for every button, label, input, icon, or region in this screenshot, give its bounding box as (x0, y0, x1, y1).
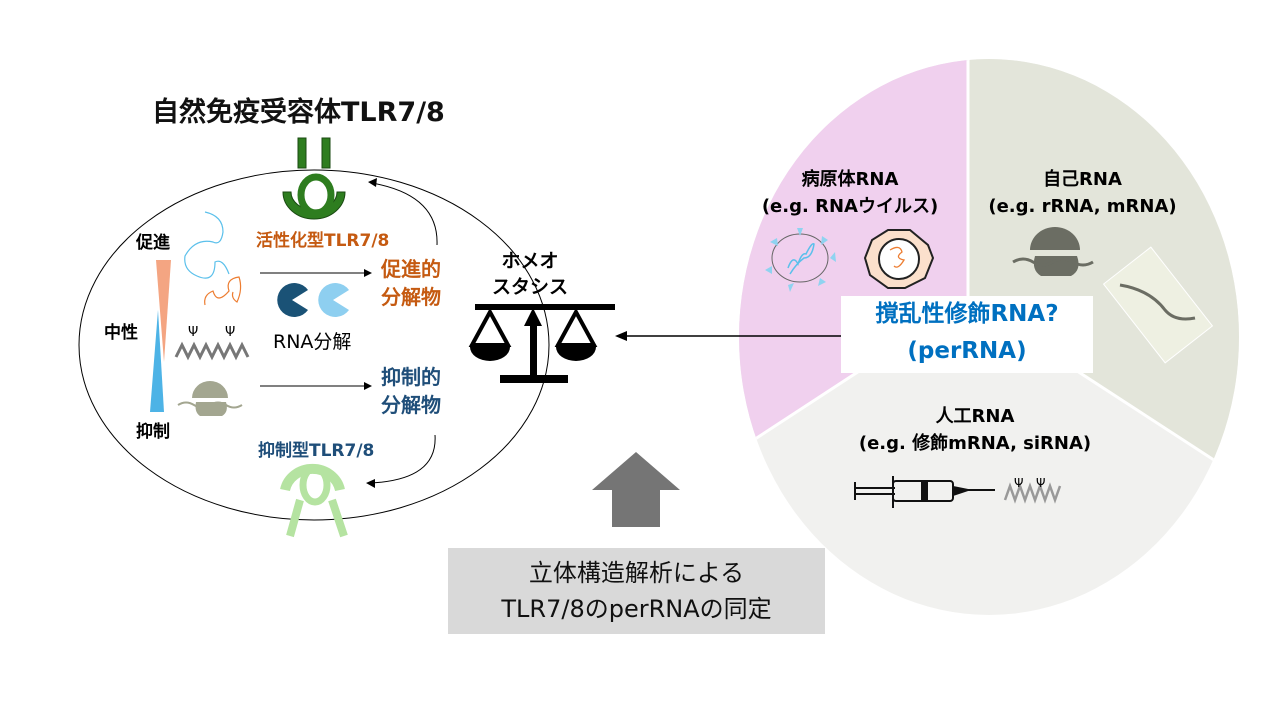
self-rna-label: 自己RNA (e.g. rRNA, mRNA) (965, 166, 1200, 220)
virus-icon (765, 228, 836, 292)
modified-rna-left-icon (174, 341, 250, 361)
self-rna-title: 自己RNA (1043, 169, 1122, 190)
perrna-title: 撹乱性修飾RNA? (875, 301, 1059, 327)
promote-product-line2: 分解物 (381, 285, 441, 309)
cell-boundary (78, 169, 550, 521)
structural-analysis-box: 立体構造解析による TLR7/8のperRNAの同定 (448, 548, 825, 634)
promote-product-line1: 促進的 (381, 257, 441, 281)
capsid-icon (863, 229, 935, 289)
arrow-to-active (371, 182, 438, 246)
suppressive-tlr-label: 抑制型TLR7/8 (258, 441, 375, 461)
homeostasis-line1: ホメオ (501, 250, 559, 272)
perrna-box: 撹乱性修飾RNA? (perRNA) (841, 296, 1093, 373)
promote-product-label: 促進的 分解物 (381, 255, 441, 311)
homeostasis-label: ホメオ スタシス (470, 248, 590, 300)
structural-analysis-line2: TLR7/8のperRNAの同定 (501, 595, 772, 623)
label-suppress: 抑制 (136, 422, 170, 442)
ribosome-left-icon (177, 381, 243, 416)
suppressive-tlr-icon (280, 463, 348, 538)
psi-mark-4: Ψ (1036, 476, 1046, 490)
psi-mark-3: Ψ (1014, 476, 1024, 490)
arrow-to-suppressive (369, 434, 436, 484)
foreign-rna-icon (204, 276, 242, 306)
psi-mark-2: Ψ (225, 325, 236, 340)
suppress-product-line2: 分解物 (381, 393, 441, 417)
balance-scale-icon (468, 304, 615, 383)
rnase-light-icon (318, 283, 349, 318)
active-tlr-label: 活性化型TLR7/8 (256, 231, 390, 251)
modified-rna-icon (1003, 482, 1062, 504)
pathogen-rna-example: (e.g. RNAウイルス) (761, 196, 939, 217)
label-promote: 促進 (136, 233, 170, 253)
suppress-gradient-wedge (150, 310, 164, 412)
arrow-suppress (364, 382, 372, 390)
rnase-dark-icon (277, 283, 308, 318)
self-rna-example: (e.g. rRNA, mRNA) (988, 196, 1177, 217)
pathogen-rna-label: 病原体RNA (e.g. RNAウイルス) (735, 166, 965, 220)
arrow-promote (364, 269, 372, 277)
up-arrow-icon (592, 452, 680, 527)
rna-strand-icon (1102, 246, 1214, 364)
pathogen-rna-title: 病原体RNA (801, 169, 899, 190)
ribosome-icon (1012, 227, 1094, 276)
homeostasis-line2: スタシス (491, 276, 568, 298)
psi-mark-1: Ψ (188, 325, 199, 340)
perrna-arrow (615, 331, 627, 341)
artificial-rna-label: 人工RNA (e.g. 修飾mRNA, siRNA) (830, 403, 1120, 457)
rna-degradation-label: RNA分解 (273, 331, 352, 353)
artificial-rna-example: (e.g. 修飾mRNA, siRNA) (858, 433, 1092, 454)
suppress-product-label: 抑制的 分解物 (381, 363, 441, 419)
label-neutral: 中性 (104, 323, 138, 343)
artificial-rna-title: 人工RNA (935, 406, 1015, 427)
perrna-abbrev: (perRNA) (907, 338, 1027, 364)
structural-analysis-line1: 立体構造解析による (528, 559, 745, 587)
pathogen-rna-icon (184, 211, 230, 279)
suppress-product-line1: 抑制的 (381, 365, 441, 389)
promote-gradient-wedge (156, 260, 171, 362)
active-tlr-icon (282, 137, 346, 220)
main-title: 自然免疫受容体TLR7/8 (152, 97, 445, 128)
syringe-icon (854, 476, 995, 508)
